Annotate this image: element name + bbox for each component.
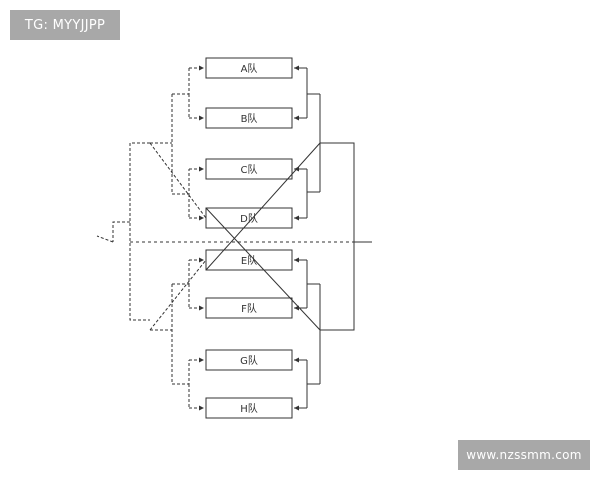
team-label-c: C队 [241, 163, 258, 176]
watermark-bottom-right: www.nzssmm.com [458, 440, 590, 470]
dashed-connector-c [172, 169, 190, 195]
solid-connector-e [306, 260, 320, 285]
solid-outer-bracket [320, 142, 355, 331]
dashed-final-tail [96, 235, 114, 243]
team-box-d: D队 [205, 207, 293, 229]
left-dashed-bracket [96, 65, 207, 411]
dashed-connector-g [172, 360, 190, 385]
watermark-top-left: TG: MYYJJPP [10, 10, 120, 40]
team-label-b: B队 [241, 112, 258, 125]
dashed-connector-a [172, 68, 190, 95]
team-label-g: G队 [240, 354, 258, 367]
team-box-c: C队 [205, 158, 293, 180]
team-box-f: F队 [205, 297, 293, 319]
team-box-g: G队 [205, 349, 293, 371]
solid-connector-a [306, 68, 320, 95]
team-boxes: A队 B队 C队 D队 E队 F队 G队 H队 [205, 57, 293, 419]
team-label-d: D队 [240, 212, 258, 225]
team-label-f: F队 [241, 302, 257, 315]
team-box-h: H队 [205, 397, 293, 419]
solid-connector-g [306, 360, 320, 385]
solid-diagonal-upper [205, 142, 321, 271]
solid-connector-c [306, 169, 320, 193]
team-label-h: H队 [240, 402, 258, 415]
solid-diagonal-lower [205, 207, 321, 331]
dashed-connector-e [172, 260, 190, 285]
watermark-bottom-right-text: www.nzssmm.com [466, 448, 582, 462]
team-box-b: B队 [205, 107, 293, 129]
dashed-diagonal-lower [149, 259, 207, 331]
watermark-top-left-text: TG: MYYJJPP [24, 17, 106, 33]
right-solid-bracket [205, 65, 355, 411]
dashed-final-stem [112, 221, 130, 242]
dashed-outer-bracket [129, 142, 150, 321]
team-label-a: A队 [241, 62, 258, 75]
team-label-e: E队 [241, 254, 257, 267]
team-box-e: E队 [205, 249, 293, 271]
dashed-diagonal-upper [149, 142, 207, 219]
team-box-a: A队 [205, 57, 293, 79]
